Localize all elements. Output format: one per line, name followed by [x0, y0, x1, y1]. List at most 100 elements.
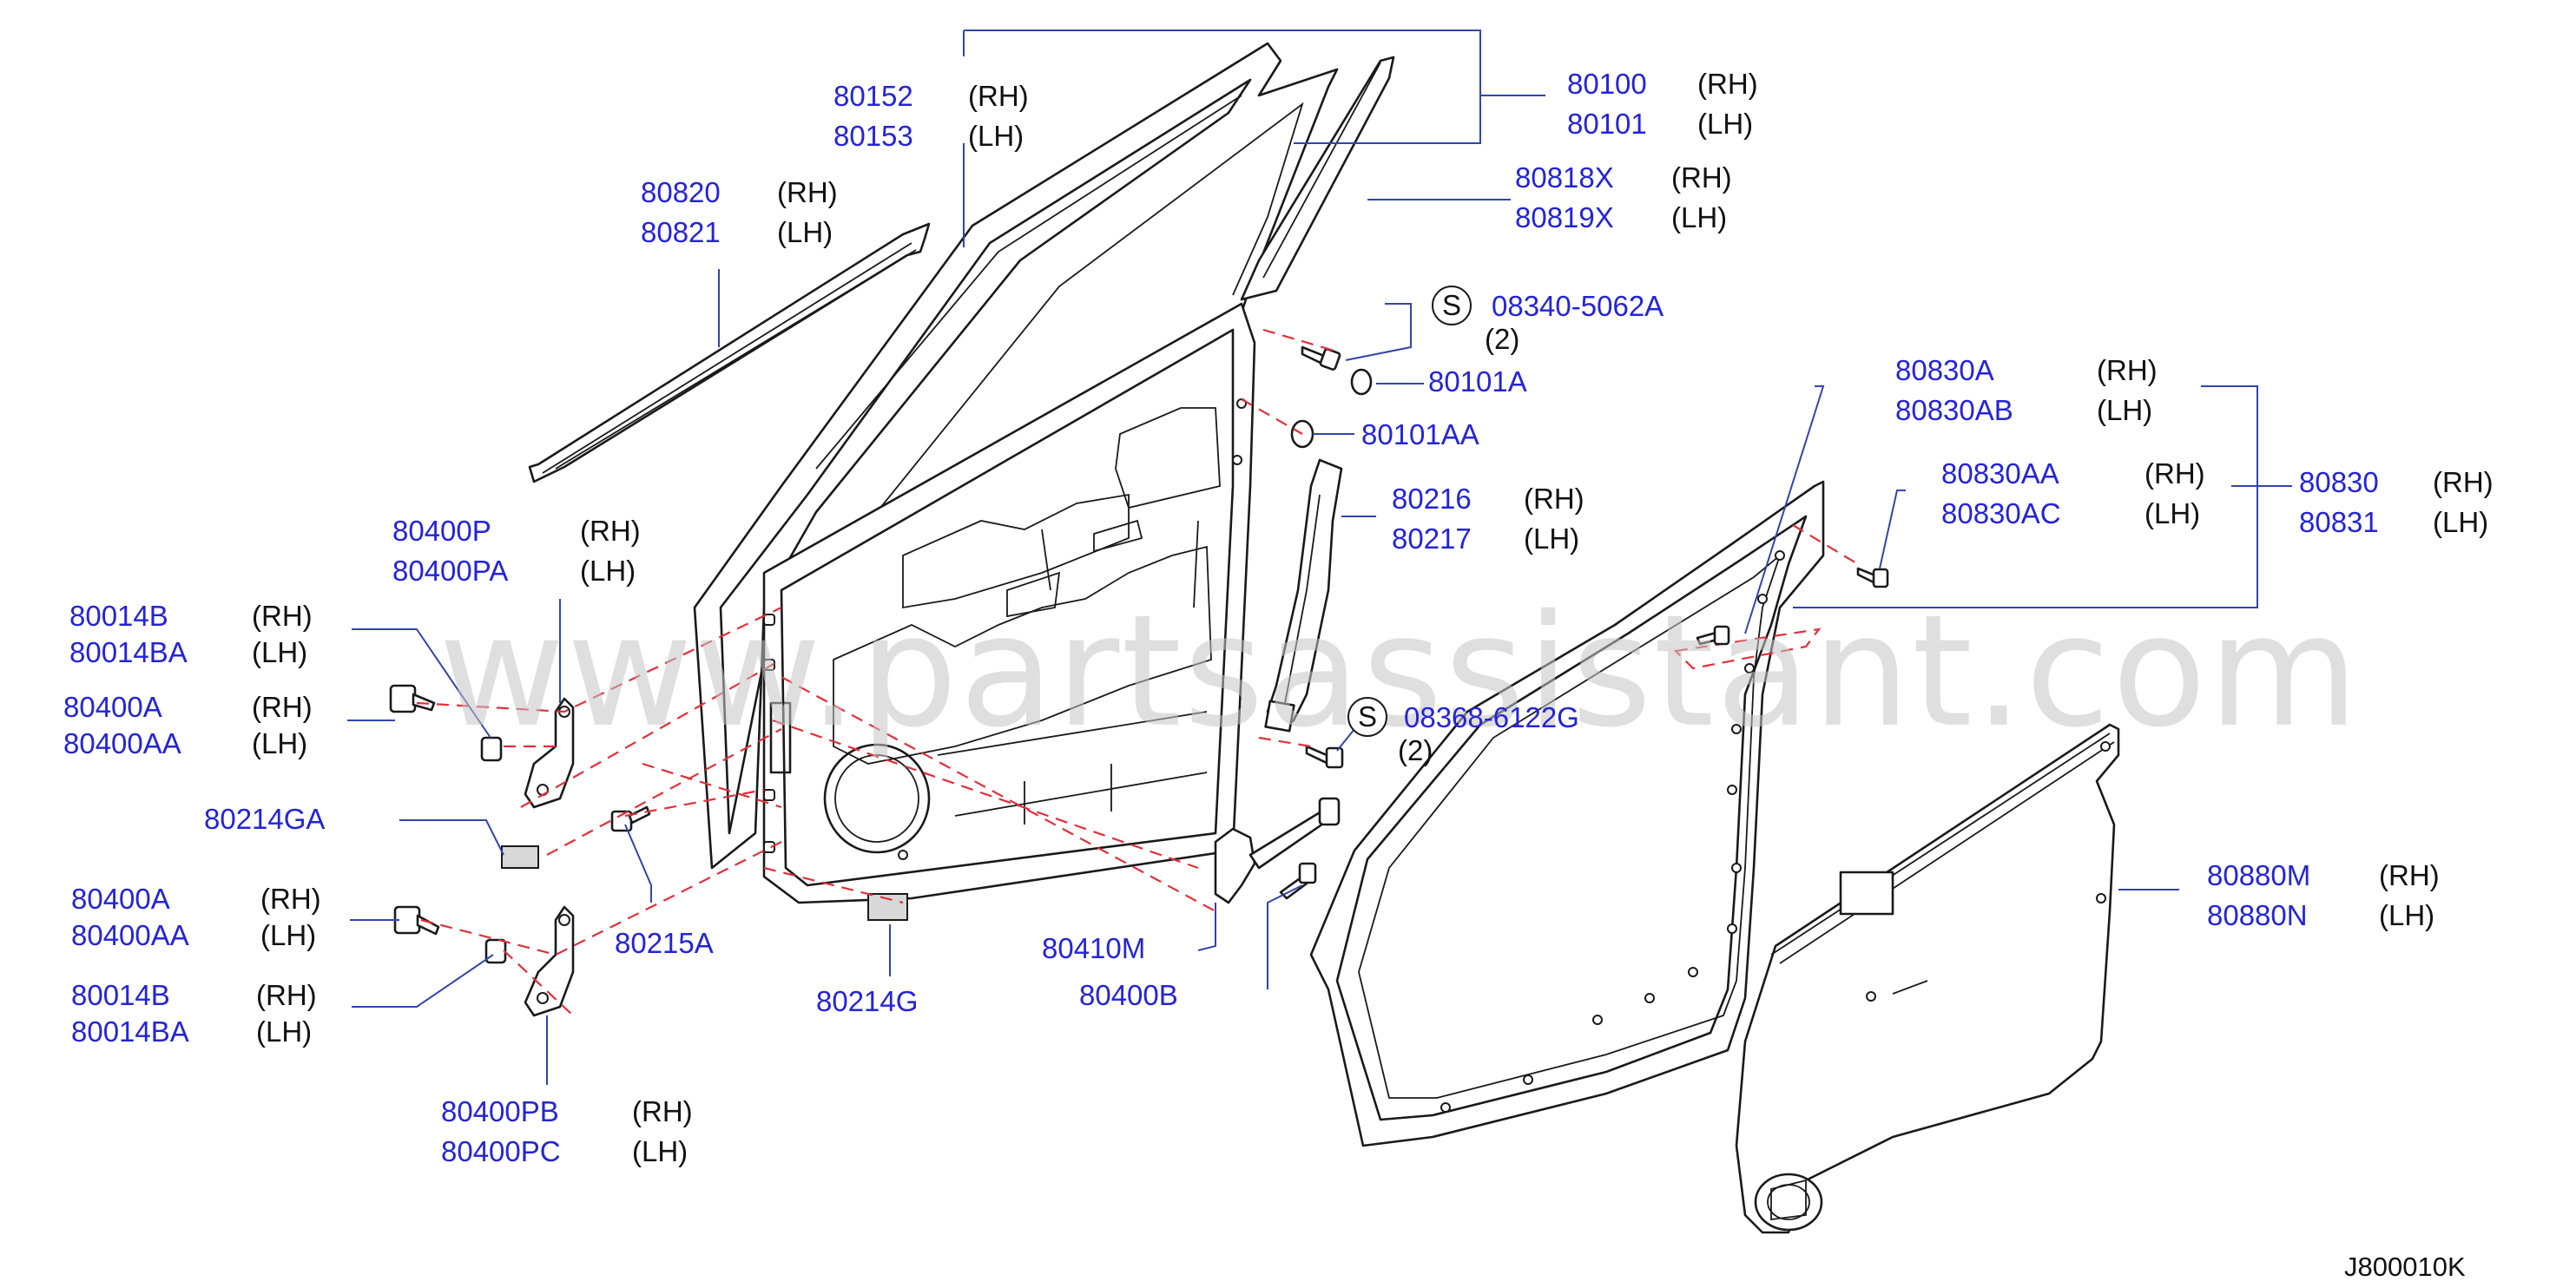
- side-indicator: (LH): [2097, 394, 2152, 426]
- callout-c10: 80830 (RH) 80831 (LH): [2299, 466, 2494, 538]
- part-number[interactable]: 80214GA: [204, 803, 325, 835]
- grommet-80101a: [1350, 368, 1373, 396]
- callout-c13: 80014B(RH)80014BA(LH): [69, 600, 313, 668]
- side-indicator: (LH): [2144, 497, 2200, 529]
- part-number[interactable]: 80100: [1567, 68, 1647, 100]
- part-number[interactable]: 08340-5062A: [1492, 290, 1664, 322]
- callout-c23: 80880M(RH)80880N(LH): [2207, 859, 2440, 931]
- part-number[interactable]: 80410M: [1042, 932, 1145, 964]
- callout-c20: 80410M: [1042, 932, 1145, 964]
- part-number[interactable]: 80101A: [1428, 365, 1527, 398]
- callout-c3: 80818X (RH) 80819X (LH): [1515, 161, 1732, 233]
- bolt-08340: [1301, 345, 1341, 371]
- side-indicator: (RH): [2433, 466, 2494, 498]
- leader-lines: [347, 30, 2292, 1085]
- part-number[interactable]: 80400A: [63, 691, 162, 723]
- part-number[interactable]: 80821: [641, 216, 721, 248]
- side-indicator: (LH): [260, 919, 316, 951]
- nut-80014b-lower: [484, 938, 507, 964]
- side-indicator: (RH): [252, 691, 313, 723]
- part-number[interactable]: 80819X: [1515, 201, 1614, 233]
- part-number[interactable]: 80216: [1392, 483, 1472, 515]
- part-number[interactable]: 80880M: [2207, 859, 2310, 891]
- callout-c1: 80152(RH)80153(LH): [833, 80, 1029, 152]
- callout-c12: 80400P(RH)80400PA(LH): [392, 515, 641, 587]
- standard-part-symbol: S: [1442, 289, 1461, 321]
- callout-c18: 80215A: [615, 927, 714, 959]
- part-number[interactable]: 80014BA: [69, 636, 188, 668]
- bolt-80400a-lower: [393, 905, 440, 936]
- part-number[interactable]: 80400PA: [392, 555, 508, 587]
- side-indicator: (LH): [2433, 506, 2488, 538]
- side-indicator: (LH): [256, 1015, 312, 1048]
- pad-80214ga: [501, 845, 539, 869]
- part-number[interactable]: 80830AC: [1941, 497, 2061, 529]
- part-number[interactable]: 80830A: [1895, 354, 1994, 386]
- part-number[interactable]: 80830AB: [1895, 394, 2013, 426]
- callout-c16: 80214GA: [204, 803, 325, 835]
- part-number[interactable]: 80400PB: [441, 1095, 559, 1127]
- part-number[interactable]: 80014B: [71, 979, 170, 1011]
- watermark: www.partsassistant.com: [438, 582, 2361, 761]
- side-indicator: (RH): [1524, 483, 1584, 515]
- part-number[interactable]: 80830AA: [1941, 457, 2059, 490]
- part-number[interactable]: 80101: [1567, 108, 1647, 140]
- door-check-link: [1214, 797, 1341, 904]
- callout-labels: 80152(RH)80153(LH)80100(RH)80101(LH)8081…: [63, 68, 2494, 1167]
- callout-c19: 80014B(RH)80014BA(LH): [71, 979, 317, 1048]
- part-number[interactable]: 80101AA: [1361, 418, 1479, 450]
- part-number[interactable]: 80400PC: [441, 1135, 561, 1167]
- bolt-80215a: [610, 805, 651, 832]
- part-number[interactable]: 08368-6122G: [1404, 701, 1579, 733]
- part-number[interactable]: 80400P: [392, 515, 491, 547]
- lower-hinge: [524, 905, 575, 1017]
- side-indicator: (RH): [1671, 161, 1732, 194]
- side-indicator: (RH): [580, 515, 641, 547]
- side-indicator: (LH): [777, 216, 833, 248]
- callout-c8: 80830A (RH) 80830AB (LH): [1895, 354, 2158, 426]
- side-indicator: (RH): [260, 883, 321, 915]
- callout-c14: 80400A(RH)80400AA(LH): [63, 691, 313, 759]
- part-number[interactable]: 80400A: [71, 883, 170, 915]
- part-number[interactable]: 80014B: [69, 600, 168, 632]
- part-number[interactable]: 80400AA: [63, 727, 181, 759]
- part-number[interactable]: 80830: [2299, 466, 2379, 498]
- side-indicator: (LH): [1671, 201, 1727, 233]
- quantity: (2): [1398, 734, 1433, 766]
- standard-part-icon: [1347, 697, 1387, 737]
- part-number[interactable]: 80831: [2299, 506, 2379, 538]
- side-indicator: (RH): [777, 176, 838, 208]
- glass-run-80216: [1264, 458, 1343, 733]
- part-number[interactable]: 80820: [641, 176, 721, 208]
- clip-80830aa: [1856, 567, 1889, 588]
- part-number[interactable]: 80014BA: [71, 1015, 189, 1048]
- callout-c9: 80830AA(RH)80830AC(LH): [1941, 457, 2205, 529]
- quantity: (2): [1485, 323, 1519, 355]
- part-number[interactable]: 80400AA: [71, 919, 189, 951]
- part-number[interactable]: 80153: [833, 120, 913, 152]
- side-indicator: (RH): [632, 1095, 693, 1127]
- side-indicator: (LH): [2379, 899, 2434, 931]
- part-number[interactable]: 80152: [833, 80, 913, 112]
- standard-part-icon: [1432, 286, 1472, 325]
- callout-c17: 80400A (RH) 80400AA (LH): [71, 883, 321, 951]
- callout-c4: 80820 (RH) 80821 (LH): [641, 176, 838, 248]
- nut-80014b-upper: [480, 736, 503, 762]
- part-number[interactable]: 80880N: [2207, 899, 2308, 931]
- callout-c11: 80216(RH)80217(LH): [1392, 483, 1584, 555]
- side-indicator: (RH): [2097, 354, 2158, 386]
- part-number[interactable]: 80818X: [1515, 161, 1614, 194]
- part-number[interactable]: 80215A: [615, 927, 714, 959]
- belt-molding-80820: [528, 222, 931, 483]
- alignment-lines: [416, 328, 1859, 1016]
- part-number[interactable]: 80217: [1392, 522, 1472, 555]
- callout-c5: S 08340-5062A(2): [1432, 286, 1664, 355]
- callout-c22: 80214G: [816, 985, 918, 1017]
- weatherstrip-80830: [1309, 480, 1825, 1147]
- part-number[interactable]: 80214G: [816, 985, 918, 1017]
- part-number[interactable]: 80400B: [1079, 979, 1178, 1011]
- side-indicator: (LH): [1697, 108, 1753, 140]
- side-indicator: (LH): [632, 1135, 688, 1167]
